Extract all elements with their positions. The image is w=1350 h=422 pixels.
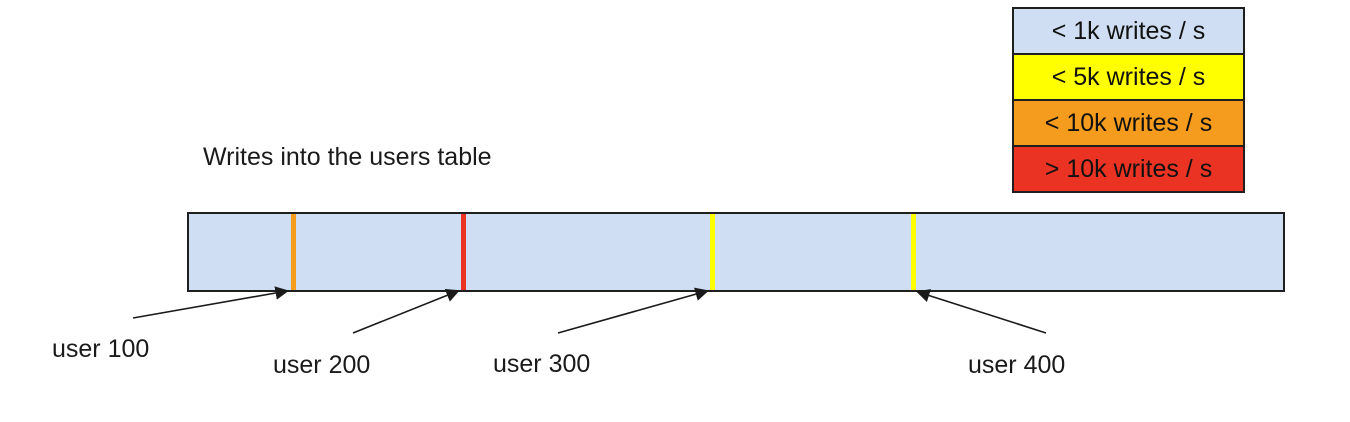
diagram-title: Writes into the users table	[203, 143, 492, 171]
user-marker	[911, 214, 916, 290]
legend-label: < 5k writes / s	[1051, 62, 1206, 91]
legend-row: > 10k writes / s	[1012, 145, 1245, 193]
legend-label: < 10k writes / s	[1044, 108, 1213, 137]
user-label: user 200	[273, 351, 371, 379]
users-table-bar	[187, 212, 1285, 292]
user-label: user 400	[968, 351, 1066, 379]
arrow-line	[352, 288, 460, 334]
legend-row: < 10k writes / s	[1012, 99, 1245, 147]
legend-row: < 5k writes / s	[1012, 53, 1245, 101]
arrow-line	[132, 286, 290, 319]
user-marker	[291, 214, 296, 290]
arrow-line	[557, 287, 709, 334]
user-label: user 100	[52, 335, 150, 363]
legend-label: > 10k writes / s	[1044, 154, 1213, 183]
user-marker	[461, 214, 466, 290]
legend-row: < 1k writes / s	[1012, 7, 1245, 55]
arrow-line	[916, 289, 1047, 334]
user-marker	[710, 214, 715, 290]
user-label: user 300	[493, 350, 591, 378]
write-rate-legend: < 1k writes / s < 5k writes / s < 10k wr…	[1012, 7, 1245, 193]
legend-label: < 1k writes / s	[1051, 16, 1206, 45]
